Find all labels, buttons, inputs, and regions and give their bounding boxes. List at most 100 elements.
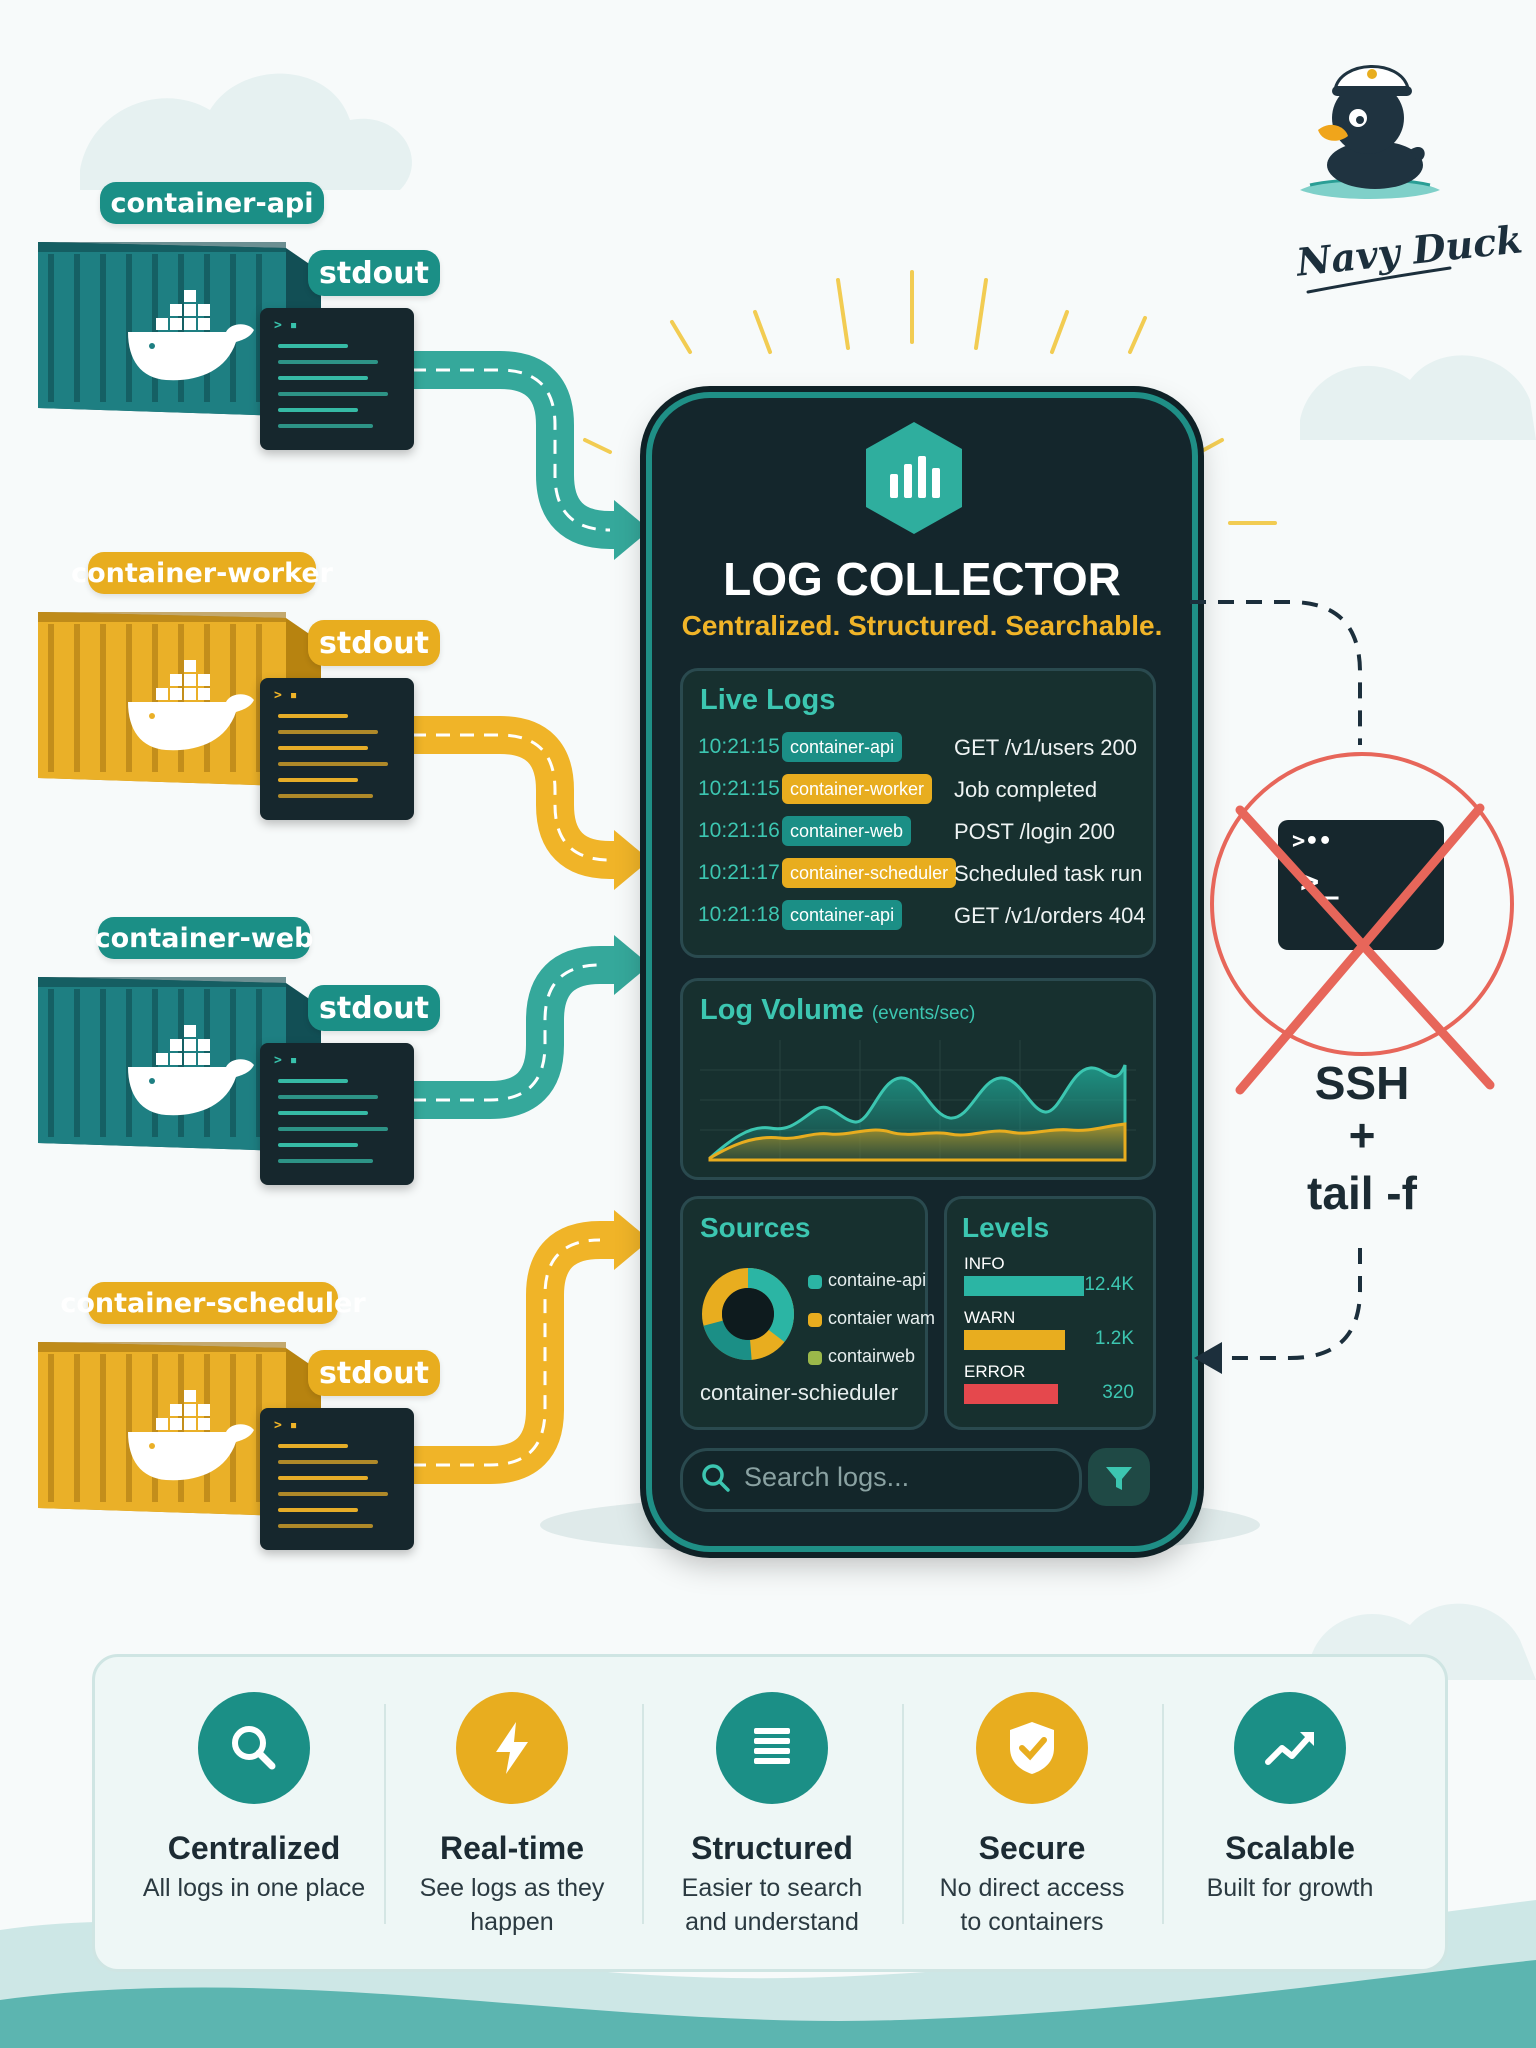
legend-swatch (808, 1351, 822, 1365)
filter-icon (1106, 1467, 1132, 1490)
cloud-left (80, 73, 412, 190)
duck-mascot-icon (1300, 65, 1440, 199)
feature-desc-line2: happen (470, 1908, 554, 1936)
ssh-plus: + (1348, 1109, 1376, 1161)
terminal-line (278, 344, 348, 348)
terminal-line (278, 1460, 378, 1464)
terminal-line (278, 1143, 358, 1147)
terminal-line (278, 1159, 373, 1163)
log-source-tag[interactable]: container-scheduler (782, 858, 957, 888)
terminal-prompt-icon: > ▪ (274, 688, 298, 703)
cloud-right (1300, 355, 1536, 440)
log-volume-heading: Log Volume (events/sec) (700, 994, 975, 1027)
svg-text:>••: >•• (1292, 829, 1332, 854)
stdout-terminal-container-scheduler: > ▪ (260, 1408, 414, 1550)
feature-divider (1162, 1704, 1164, 1924)
docker-whale-icon (128, 1025, 254, 1116)
feature-title: Structured (691, 1830, 853, 1866)
sources-donut (702, 1268, 794, 1360)
feature-title: Scalable (1225, 1830, 1355, 1866)
log-time: 10:21:18 (698, 903, 780, 926)
levels-heading: Levels (962, 1212, 1050, 1243)
log-volume-unit: (events/sec) (871, 1003, 976, 1024)
terminal-line (278, 376, 368, 380)
feature-desc: Built for growth (1160, 1871, 1420, 1905)
trend-up-icon (1234, 1692, 1346, 1804)
shield-check-icon (976, 1692, 1088, 1804)
level-value: 320 (1102, 1382, 1134, 1403)
terminal-line (278, 392, 388, 396)
log-source-tag[interactable]: container-api (782, 900, 903, 930)
log-message: POST /login 200 (954, 819, 1116, 844)
glow-rays (583, 270, 1277, 525)
log-message: Scheduled task run (954, 861, 1143, 886)
legend-label: containe-api (828, 1270, 927, 1290)
live-logs-panel (680, 668, 1156, 958)
terminal-line (278, 1127, 388, 1131)
collector-logo-icon (866, 422, 962, 534)
feature-desc-line2: and understand (685, 1908, 859, 1936)
container-label-container-web: container-web (95, 917, 313, 959)
terminal-line (278, 1095, 378, 1099)
log-source-tag[interactable]: container-web (782, 816, 912, 846)
level-value: 12.4K (1084, 1274, 1134, 1295)
brand-underline (1306, 266, 1452, 294)
search-bar[interactable] (680, 1448, 1082, 1512)
level-name: ERROR (964, 1362, 1026, 1381)
feature-title: Secure (978, 1830, 1086, 1866)
tail-label: tail -f (1307, 1167, 1417, 1219)
legend-swatch (808, 1275, 822, 1289)
search-input[interactable]: Search logs... (744, 1462, 910, 1492)
feature-desc-line1: Built for growth (1206, 1874, 1374, 1902)
terminal-line (278, 778, 358, 782)
terminal-line (278, 762, 388, 766)
stdout-terminal-container-web: > ▪ (260, 1043, 414, 1185)
feature-title: Real-time (439, 1830, 585, 1866)
log-message: Job completed (954, 777, 1098, 802)
log-time: 10:21:15 (698, 735, 780, 758)
terminal-line (278, 1524, 373, 1528)
terminal-line (278, 424, 373, 428)
level-name: WARN (964, 1308, 1016, 1327)
log-source-tag[interactable]: container-worker (782, 774, 933, 804)
level-bar-warn (964, 1330, 1065, 1350)
level-bar-error (964, 1384, 1058, 1404)
docker-whale-icon (128, 1390, 254, 1481)
stdout-terminal-container-api: > ▪ (260, 308, 414, 450)
feature-divider (642, 1704, 644, 1924)
terminal-line (278, 1476, 368, 1480)
log-source-tag[interactable]: container-api (782, 732, 903, 762)
terminal-prompt-icon: > ▪ (274, 1053, 298, 1068)
stdout-terminal-container-worker: > ▪ (260, 678, 414, 820)
legend-label: contairweb (828, 1346, 916, 1366)
terminal-line (278, 730, 378, 734)
terminal-line (278, 1079, 348, 1083)
feature-divider (384, 1704, 386, 1924)
level-name: INFO (964, 1254, 1005, 1273)
ssh-terminal-icon (1278, 820, 1444, 950)
feature-divider (902, 1704, 904, 1924)
container-box-container-worker (38, 612, 321, 786)
cross-line-2 (1235, 803, 1485, 1095)
stdout-label-container-api: stdout (308, 250, 440, 296)
docker-whale-icon (128, 660, 254, 751)
lightning-icon (456, 1692, 568, 1804)
terminal-line (278, 746, 368, 750)
feature-title: Centralized (167, 1830, 341, 1866)
collector-title: LOG COLLECTOR (723, 553, 1121, 605)
legend-label: contaier wam (828, 1308, 936, 1328)
log-time: 10:21:15 (698, 777, 780, 800)
legend-swatch (808, 1313, 822, 1327)
collector-tagline: Centralized. Structured. Searchable. (681, 610, 1163, 641)
stdout-label-container-worker: stdout (308, 620, 440, 666)
level-value: 1.2K (1094, 1328, 1134, 1349)
terminal-prompt-icon: > ▪ (274, 318, 298, 333)
terminal-line (278, 408, 358, 412)
